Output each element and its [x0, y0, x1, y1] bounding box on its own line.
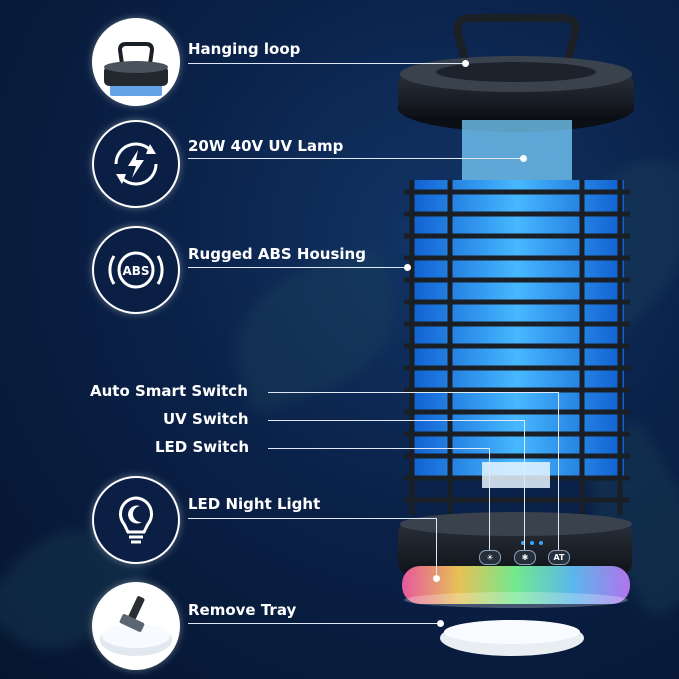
callout-line [188, 267, 407, 268]
callout-dot [404, 264, 411, 271]
feature-label-night-light: LED Night Light [188, 495, 321, 513]
night-light-circle [92, 476, 180, 564]
abs-badge-icon: ABS [108, 251, 164, 289]
remove-tray-circle [92, 582, 180, 670]
callout-dot [437, 620, 444, 627]
feature-label-abs-housing: Rugged ABS Housing [188, 245, 366, 263]
base [398, 512, 632, 608]
uv-lamp-circle [92, 120, 180, 208]
led-switch-button[interactable]: ☀ [479, 550, 501, 565]
abs-housing-circle: ABS [92, 226, 180, 314]
callout-dot [462, 60, 469, 67]
feature-label-remove-tray: Remove Tray [188, 601, 297, 619]
callout-line [188, 63, 465, 64]
callout-line [188, 518, 436, 519]
feature-label-uv-lamp: 20W 40V UV Lamp [188, 137, 344, 155]
callout-line [489, 448, 490, 550]
hanging-loop-icon [104, 42, 168, 96]
callout-dot [433, 575, 440, 582]
callout-line [188, 158, 523, 159]
hanging-loop-circle [92, 18, 180, 106]
callout-dot [520, 155, 527, 162]
switch-label-led: LED Switch [155, 438, 250, 456]
switch-label-uv: UV Switch [163, 410, 249, 428]
uv-lamp-glow [410, 120, 624, 480]
abs-badge-text: ABS [122, 264, 149, 278]
callout-line [268, 448, 489, 449]
led-indicator [539, 541, 543, 545]
power-cycle-icon [114, 142, 158, 186]
callout-line [188, 623, 440, 624]
callout-line [558, 392, 559, 550]
top-cap [398, 56, 634, 132]
led-indicator [521, 541, 525, 545]
callout-line [268, 392, 558, 393]
feature-label-hanging-loop: Hanging loop [188, 40, 301, 58]
tray-brush-icon [100, 596, 172, 656]
auto-smart-switch-button[interactable]: AT [548, 550, 570, 565]
hanging-handle [453, 14, 580, 72]
callout-line [436, 518, 437, 576]
callout-line [268, 420, 524, 421]
led-indicator [530, 541, 534, 545]
remove-tray [440, 620, 584, 656]
switch-label-auto-smart: Auto Smart Switch [90, 382, 248, 400]
night-light-bulb-icon [119, 496, 153, 544]
inner-tray-reflection [482, 462, 550, 488]
uv-switch-button[interactable]: ✱ [514, 550, 536, 565]
callout-line [524, 420, 525, 550]
